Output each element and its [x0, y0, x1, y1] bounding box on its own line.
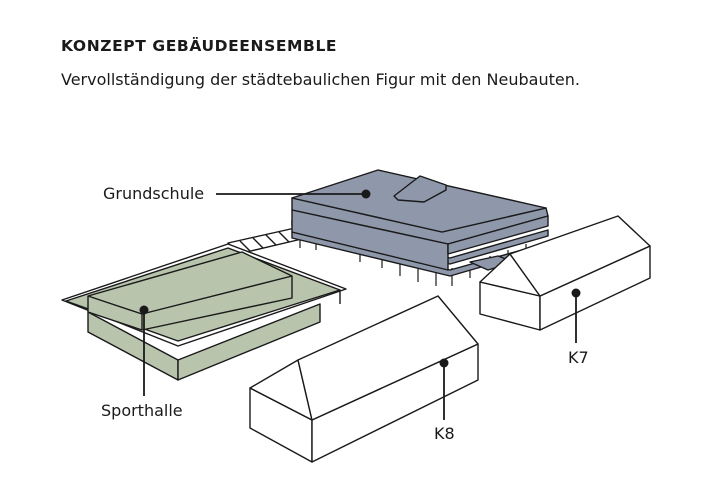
label-k8: K8	[434, 424, 455, 443]
label-k7: K7	[568, 348, 589, 367]
leader-grundschule	[216, 189, 371, 199]
label-grundschule: Grundschule	[103, 184, 205, 203]
leader-k7	[571, 288, 581, 343]
label-sporthalle: Sporthalle	[101, 401, 183, 420]
page-subtitle: Vervollständigung der städtebaulichen Fi…	[61, 70, 580, 89]
k7-building	[479, 215, 651, 331]
grundschule-building	[291, 169, 549, 286]
sporthalle-building	[61, 243, 347, 381]
leader-k8	[439, 358, 449, 420]
page-title: KONZEPT GEBÄUDEENSEMBLE	[61, 37, 338, 55]
leader-sporthalle	[139, 305, 149, 396]
k8-building	[249, 295, 479, 463]
